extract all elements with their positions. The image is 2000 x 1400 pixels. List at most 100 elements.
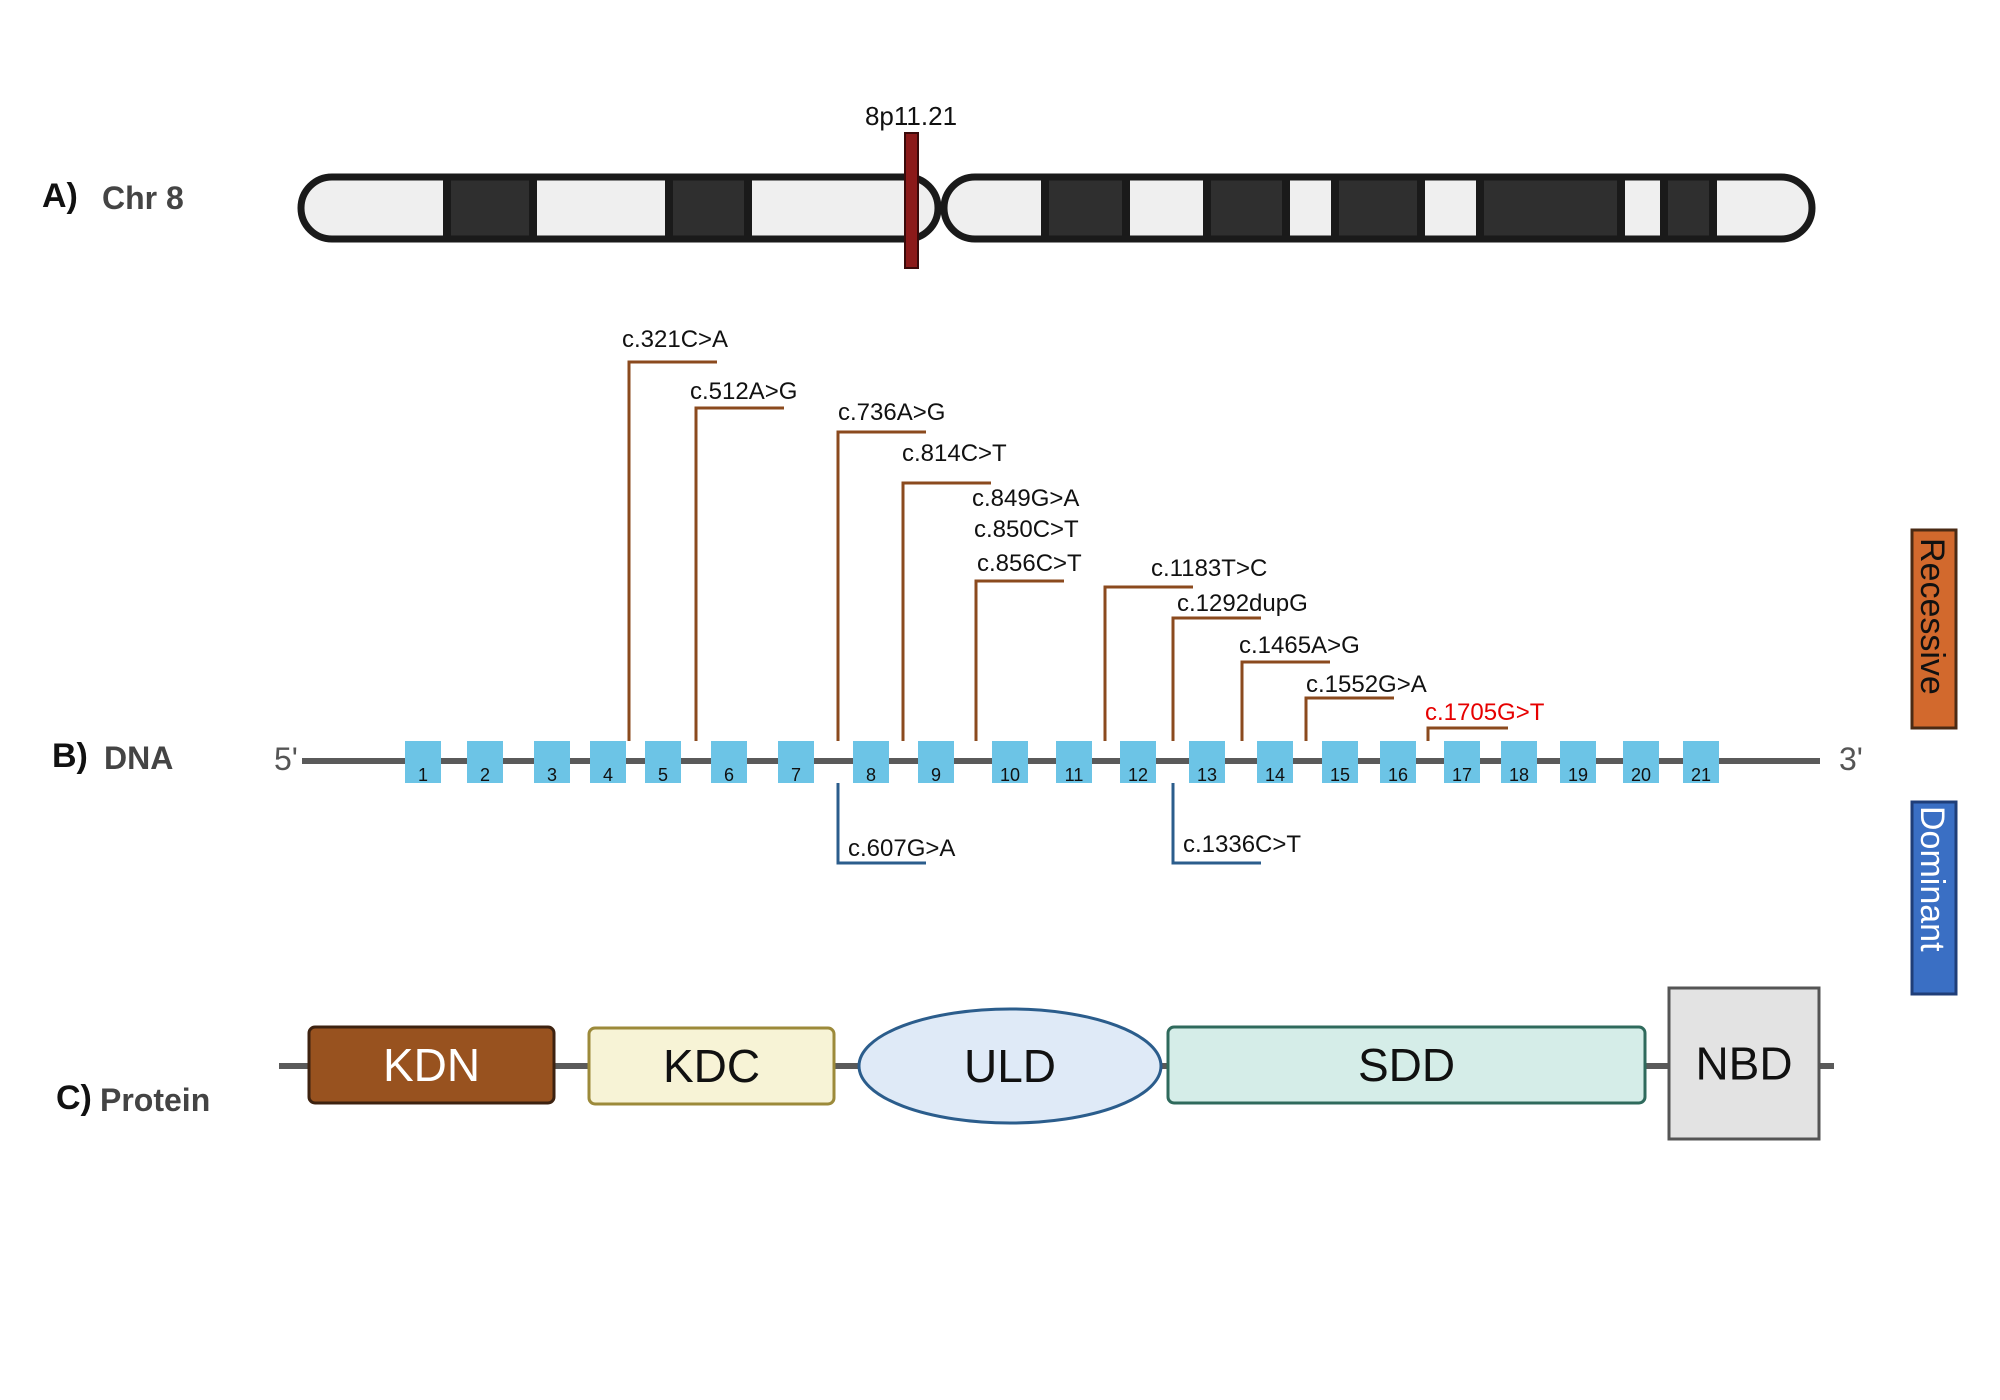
centromere-marker xyxy=(904,132,919,269)
recessive-variant-label: c.512A>G xyxy=(690,378,797,405)
exon-8 xyxy=(853,741,889,783)
exon-20 xyxy=(1623,741,1659,783)
exon-number: 17 xyxy=(1452,765,1472,785)
exon-1 xyxy=(405,741,441,783)
recessive-variant-stem xyxy=(627,360,717,741)
chromosome-ideogram xyxy=(297,132,1816,269)
recessive-variant-stem xyxy=(901,481,991,741)
exon-number: 4 xyxy=(603,765,613,785)
recessive-variant-stem xyxy=(1103,585,1193,741)
dominant-variant-stem xyxy=(1171,783,1261,865)
protein-domain-map: KDN KDC ULD SDD NBD xyxy=(279,986,1834,1141)
recessive-variant-label: c.1705G>T xyxy=(1425,699,1545,726)
exon-18 xyxy=(1501,741,1537,783)
chromosome-q-arm xyxy=(944,177,1812,239)
exon-13 xyxy=(1189,741,1225,783)
three-prime-label: 3' xyxy=(1839,741,1863,777)
domain-nbd-label: NBD xyxy=(1695,1038,1792,1090)
exon-number: 13 xyxy=(1197,765,1217,785)
recessive-variant-label: c.850C>T xyxy=(974,516,1079,543)
recessive-variant-label: c.1552G>A xyxy=(1306,671,1427,698)
exon-number: 1 xyxy=(418,765,428,785)
exon-15 xyxy=(1322,741,1358,783)
domain-uld-label: ULD xyxy=(964,1040,1056,1092)
exon-number: 9 xyxy=(931,765,941,785)
recessive-variant-label: c.856C>T xyxy=(977,550,1082,577)
recessive-variant-stem xyxy=(1171,616,1261,741)
legend-dominant: Dominant xyxy=(1910,800,1958,996)
exon-number: 20 xyxy=(1631,765,1651,785)
legend-recessive-label: Recessive xyxy=(1913,538,1951,695)
chromosome-p-arm xyxy=(301,177,938,239)
recessive-variant-label: c.736A>G xyxy=(838,399,945,426)
exon-number: 14 xyxy=(1265,765,1285,785)
exon-number: 8 xyxy=(866,765,876,785)
recessive-variant-stem xyxy=(1426,726,1508,741)
panel-c-letter: C) xyxy=(56,1079,92,1117)
domain-kdc-label: KDC xyxy=(663,1040,760,1092)
recessive-variant-label: c.1183T>C xyxy=(1151,555,1267,582)
domain-kdc xyxy=(587,1026,836,1106)
exon-number: 10 xyxy=(1000,765,1020,785)
chromosome-band-label: 8p11.21 xyxy=(865,101,957,131)
chromosome-dark-band xyxy=(1482,177,1619,239)
exon-14 xyxy=(1257,741,1293,783)
domain-kdn xyxy=(307,1025,556,1105)
domain-kdn-label: KDN xyxy=(383,1039,480,1091)
recessive-variant-label: c.1465A>G xyxy=(1239,632,1360,659)
panel-a-letter: A) xyxy=(42,177,78,215)
recessive-variant-stem xyxy=(974,579,1064,741)
recessive-variant-label: c.814C>T xyxy=(902,440,1007,467)
exon-number: 6 xyxy=(724,765,734,785)
recessive-variant-stem xyxy=(836,430,926,741)
exon-7 xyxy=(778,741,814,783)
exon-number: 2 xyxy=(480,765,490,785)
exon-16 xyxy=(1380,741,1416,783)
recessive-variant-label: c.1292dupG xyxy=(1177,590,1308,617)
recessive-variant-label: c.849G>A xyxy=(972,485,1079,512)
domain-sdd-label: SDD xyxy=(1358,1039,1455,1091)
domain-sdd xyxy=(1166,1025,1647,1105)
chromosome-dark-band xyxy=(1209,177,1284,239)
exon-number: 12 xyxy=(1128,765,1148,785)
exon-11 xyxy=(1056,741,1092,783)
exon-19 xyxy=(1560,741,1596,783)
dominant-variant-label: c.1336C>T xyxy=(1183,831,1301,858)
five-prime-label: 5' xyxy=(274,741,298,777)
exon-21 xyxy=(1683,741,1719,783)
panel-a-label: Chr 8 xyxy=(102,180,184,216)
exon-number: 18 xyxy=(1509,765,1529,785)
exon-4 xyxy=(590,741,626,783)
exon-number: 21 xyxy=(1691,765,1711,785)
chromosome-dark-band xyxy=(1666,177,1711,239)
chromosome-dark-band xyxy=(671,177,746,239)
recessive-variant-stem xyxy=(694,406,784,741)
exon-17 xyxy=(1444,741,1480,783)
exon-number: 11 xyxy=(1065,765,1084,785)
panel-c-label: Protein xyxy=(100,1082,210,1118)
dominant-variant-label: c.607G>A xyxy=(848,835,955,862)
exon-number: 7 xyxy=(791,765,801,785)
exon-12 xyxy=(1120,741,1156,783)
exon-number: 5 xyxy=(658,765,668,785)
exon-number: 19 xyxy=(1568,765,1588,785)
exon-6 xyxy=(711,741,747,783)
exon-9 xyxy=(918,741,954,783)
dominant-variant-stem xyxy=(836,783,926,865)
recessive-variant-label: c.321C>A xyxy=(622,326,728,353)
exon-2 xyxy=(467,741,503,783)
exon-5 xyxy=(645,741,681,783)
exon-3 xyxy=(534,741,570,783)
exon-10 xyxy=(992,741,1028,783)
chromosome-dark-band xyxy=(1047,177,1124,239)
panel-b-label: DNA xyxy=(104,740,173,776)
legend-recessive: Recessive xyxy=(1910,528,1958,730)
exon-number: 15 xyxy=(1330,765,1350,785)
domain-uld xyxy=(857,1007,1163,1125)
domain-nbd xyxy=(1667,986,1821,1141)
exon-number: 16 xyxy=(1388,765,1408,785)
chromosome-dark-band xyxy=(1337,177,1419,239)
chromosome-dark-band xyxy=(449,177,531,239)
legend-dominant-label: Dominant xyxy=(1913,806,1951,952)
